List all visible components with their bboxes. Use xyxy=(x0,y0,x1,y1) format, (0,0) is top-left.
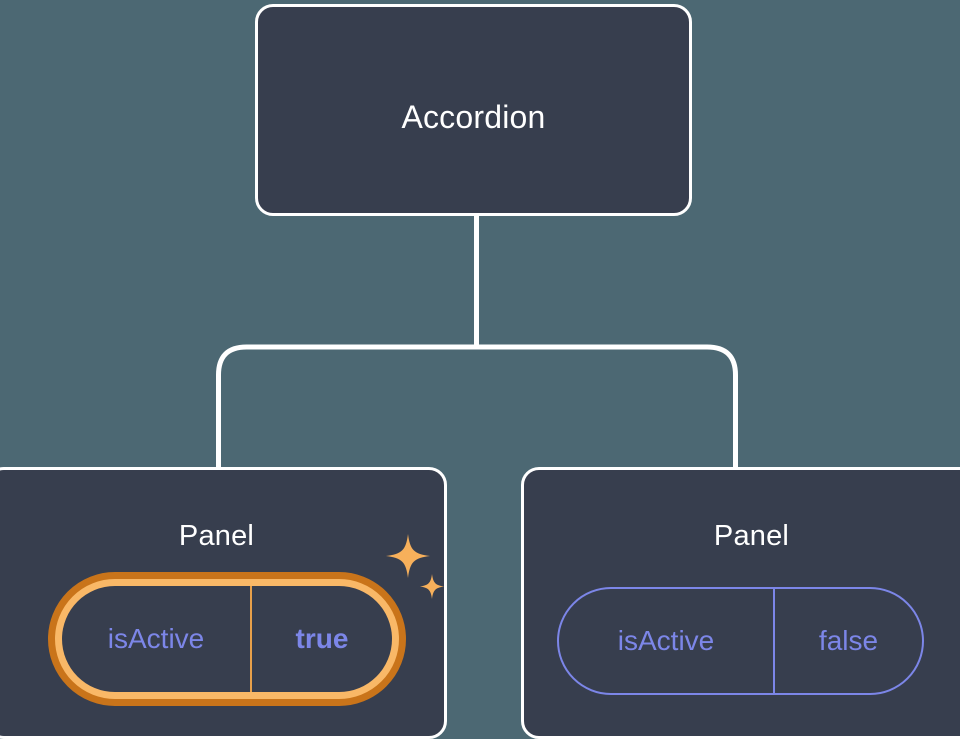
prop-pill-inner: isActive true xyxy=(62,586,392,692)
edge-branch-bar xyxy=(216,344,738,470)
prop-key-isactive: isActive xyxy=(107,623,205,654)
node-panel-active-label: Panel xyxy=(178,520,255,552)
node-panel-inactive-label: Panel xyxy=(713,520,790,552)
node-accordion-label: Accordion xyxy=(401,99,546,135)
prop-pill-isactive-true[interactable]: isActive true xyxy=(48,572,406,706)
node-accordion[interactable]: Accordion xyxy=(255,4,692,216)
prop-value-true: true xyxy=(250,586,392,692)
prop-pill-isactive-false[interactable]: isActive false xyxy=(557,587,924,695)
prop-key-isactive: isActive xyxy=(617,625,715,656)
prop-value-false: false xyxy=(773,589,922,693)
